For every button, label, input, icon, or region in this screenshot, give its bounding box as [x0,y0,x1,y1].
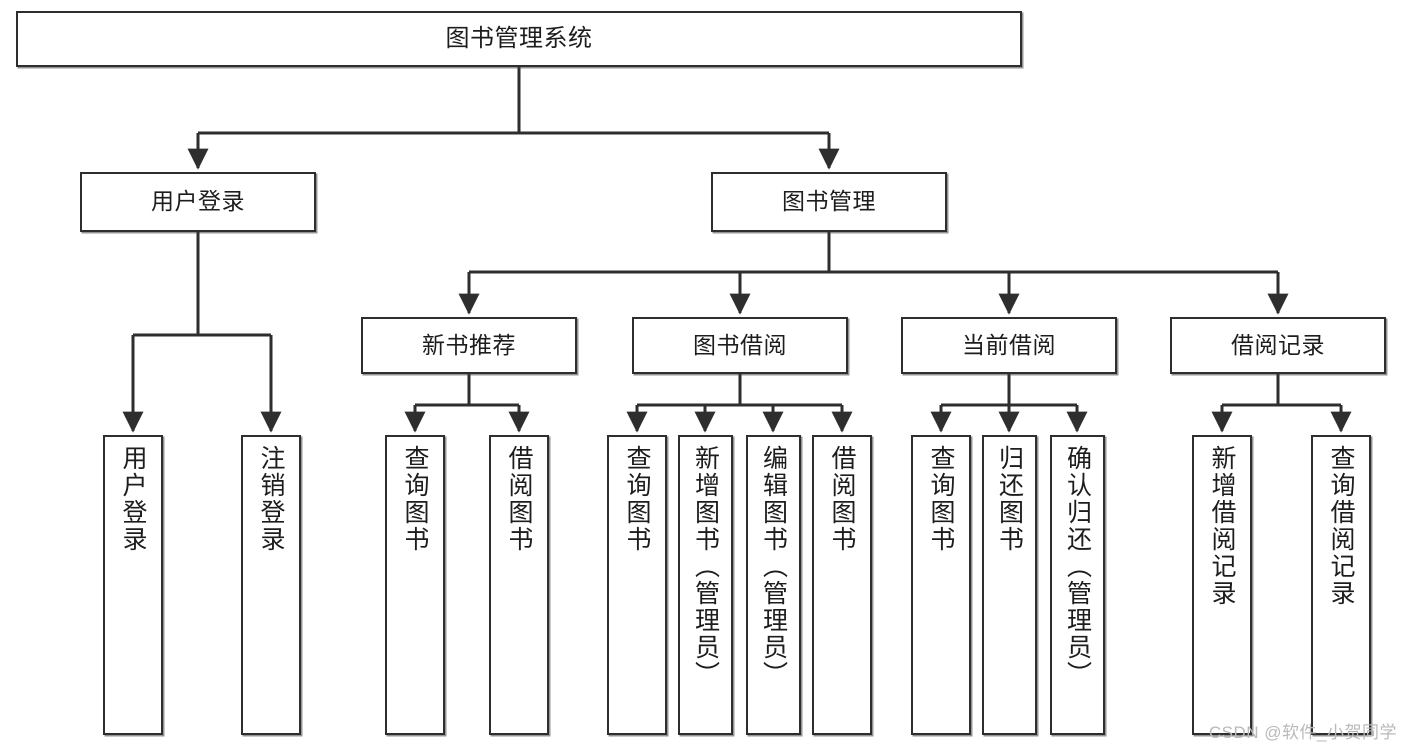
node-label: 注销登录 [257,445,285,553]
leaf-logout[interactable]: 注销登录 [241,435,301,735]
leaf-record-add-record[interactable]: 新增借阅记录 [1192,435,1252,735]
leaf-borrow-edit-book-admin[interactable]: 编辑图书（管理员） [746,435,801,735]
node-label: 新增借阅记录 [1208,445,1236,607]
leaf-record-query-record[interactable]: 查询借阅记录 [1311,435,1371,735]
node-label: 新书推荐 [422,331,516,358]
node-label: 用户登录 [119,445,147,553]
leaf-current-confirm-return-admin[interactable]: 确认归还（管理员） [1050,435,1105,735]
leaf-borrow-add-book-admin[interactable]: 新增图书（管理员） [678,435,733,735]
node-book-management[interactable]: 图书管理 [711,172,947,232]
node-label: 归还图书 [995,445,1024,553]
node-user-login[interactable]: 用户登录 [80,172,316,232]
node-label: 借阅图书 [828,445,856,553]
node-label: 查询图书 [927,445,955,553]
node-label: 图书管理系统 [445,24,593,52]
node-label: 查询图书 [401,445,429,553]
node-label: 当前借阅 [962,331,1056,358]
node-label: 借阅记录 [1231,331,1325,358]
node-root-book-management-system[interactable]: 图书管理系统 [16,11,1022,67]
leaf-current-return-book[interactable]: 归还图书 [982,435,1037,735]
node-new-book-recommend[interactable]: 新书推荐 [361,317,577,374]
leaf-user-login[interactable]: 用户登录 [103,435,163,735]
leaf-borrow-borrow-book[interactable]: 借阅图书 [812,435,872,735]
node-label: 图书管理 [782,188,876,215]
leaf-current-query-book[interactable]: 查询图书 [911,435,971,735]
node-label: 查询借阅记录 [1327,445,1355,607]
leaf-new-book-query-book[interactable]: 查询图书 [385,435,445,735]
node-label: 编辑图书（管理员） [759,445,788,688]
node-current-borrow[interactable]: 当前借阅 [901,317,1117,374]
node-label: 图书借阅 [693,331,787,358]
csdn-watermark: CSDN @软件_小贺同学 [1208,723,1397,742]
leaf-borrow-query-book[interactable]: 查询图书 [607,435,667,735]
node-label: 确认归还（管理员） [1063,445,1092,688]
node-book-borrow[interactable]: 图书借阅 [632,317,848,374]
leaf-new-book-borrow-book[interactable]: 借阅图书 [489,435,549,735]
node-label: 新增图书（管理员） [691,445,720,688]
node-label: 查询图书 [623,445,651,553]
node-label: 用户登录 [151,188,245,215]
node-label: 借阅图书 [505,445,533,553]
node-borrow-record[interactable]: 借阅记录 [1170,317,1386,374]
